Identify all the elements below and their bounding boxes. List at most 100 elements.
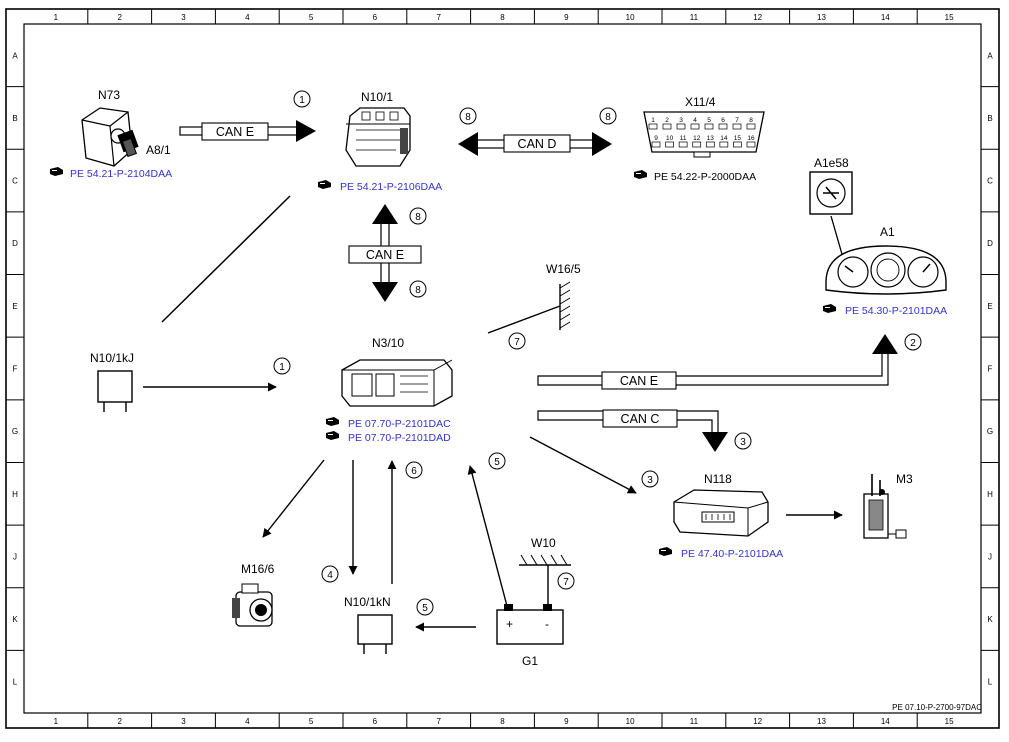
battery-to-ecu-arrow xyxy=(467,465,508,607)
grid-row-label: D xyxy=(12,239,18,248)
w16-5-label: W16/5 xyxy=(546,262,581,276)
step-circle: 2 xyxy=(904,333,922,351)
obd-pin-number: 6 xyxy=(721,117,725,124)
obd-pin-number: 13 xyxy=(707,135,715,142)
svg-text:4: 4 xyxy=(327,570,333,581)
svg-text:5: 5 xyxy=(422,603,428,614)
can-c-label: CAN C xyxy=(621,412,660,426)
ref-book-icon xyxy=(659,547,672,556)
ecu-to-fuel-module-arrow xyxy=(529,436,637,494)
can-d-bus xyxy=(458,132,612,156)
ignition-switch-icon xyxy=(81,107,139,167)
n10-1-reference-link[interactable]: PE 54.21-P-2106DAA xyxy=(340,181,442,193)
svg-text:1: 1 xyxy=(299,95,305,106)
battery-minus-label: - xyxy=(545,617,549,631)
n10-1kj-label: N10/1kJ xyxy=(90,351,134,365)
grid-row-label: H xyxy=(12,490,18,499)
m16-6-label: M16/6 xyxy=(241,562,275,576)
can-d-label: CAN D xyxy=(518,137,557,151)
grid-row-label: B xyxy=(987,114,992,123)
obd-pin-number: 3 xyxy=(679,117,683,124)
fuel-pump-control-unit-icon xyxy=(673,489,769,537)
obd-pin xyxy=(733,141,742,148)
battery-plus-label: + xyxy=(506,617,513,631)
connector-module-icon xyxy=(345,107,411,167)
grid-row-label: K xyxy=(12,615,18,624)
battery-icon xyxy=(496,604,564,645)
n118-reference-link[interactable]: PE 47.40-P-2101DAA xyxy=(681,548,783,560)
a1e58-label: A1e58 xyxy=(814,156,849,170)
svg-text:3: 3 xyxy=(740,437,746,448)
grid-column-label: 5 xyxy=(309,717,314,726)
obd-pin xyxy=(692,141,702,148)
grid-row-label: K xyxy=(987,615,993,624)
fuel-pump-icon xyxy=(863,474,907,539)
step-circle: 3 xyxy=(641,470,659,488)
grid-row-label: B xyxy=(12,114,17,123)
grid-row-label: E xyxy=(12,302,17,311)
step-circle: 7 xyxy=(557,572,575,590)
svg-text:8: 8 xyxy=(415,212,421,223)
obd-pin-number: 8 xyxy=(749,117,753,124)
n73-reference-link[interactable]: PE 54.21-P-2104DAA xyxy=(70,168,172,180)
ref-book-icon xyxy=(823,304,836,313)
grid-column-label: 6 xyxy=(373,13,378,22)
grid-row-label: L xyxy=(988,678,993,687)
obd-pin xyxy=(705,141,715,148)
obd-pin-number: 16 xyxy=(747,135,755,142)
obd-pin-number: 9 xyxy=(654,135,658,142)
grid-column-label: 2 xyxy=(117,717,122,726)
x11-4-reference-link[interactable]: PE 54.22-P-2000DAA xyxy=(654,171,756,183)
grid-column-label: 3 xyxy=(181,13,186,22)
throttle-actuator-icon xyxy=(232,583,273,627)
step-circle: 8 xyxy=(459,107,477,125)
obd-pin xyxy=(648,123,658,130)
svg-text:8: 8 xyxy=(605,112,611,123)
grid-row-label: A xyxy=(12,51,18,60)
grid-column-label: 4 xyxy=(245,13,250,22)
a1-label: A1 xyxy=(880,225,895,239)
can-c-bus xyxy=(537,409,728,452)
n3-10-reference-link-b[interactable]: PE 07.70-P-2101DAD xyxy=(348,432,451,444)
step-circle: 4 xyxy=(321,565,339,583)
step-circle: 8 xyxy=(409,280,427,298)
obd-pin-number: 1 xyxy=(651,117,655,124)
grid-column-label: 14 xyxy=(881,717,890,726)
can-e-bus-top xyxy=(179,120,316,142)
a1-reference-link[interactable]: PE 54.30-P-2101DAA xyxy=(845,305,947,317)
n3-10-reference-link-a[interactable]: PE 07.70-P-2101DAC xyxy=(348,418,451,430)
ecu-to-throttle-arrow xyxy=(262,459,325,538)
svg-text:7: 7 xyxy=(514,337,520,348)
grid-column-label: 2 xyxy=(117,13,122,22)
grid-row-label: F xyxy=(13,365,18,374)
grid-row-label: G xyxy=(12,427,18,436)
grid-column-label: 13 xyxy=(817,13,826,22)
grid-column-label: 8 xyxy=(500,717,505,726)
can-e-right-label: CAN E xyxy=(620,374,658,388)
obd-pin xyxy=(719,141,729,148)
relay-icon xyxy=(357,614,393,654)
grid-column-label: 4 xyxy=(245,717,250,726)
document-id: PE 07.10-P-2700-97DAC xyxy=(892,703,982,712)
can-e-bus-vertical xyxy=(348,204,422,302)
step-circle: 5 xyxy=(416,598,434,616)
svg-text:1: 1 xyxy=(279,362,285,373)
indicator-lamp-icon xyxy=(809,171,853,215)
obd-pin-number: 7 xyxy=(735,117,739,124)
relay-icon xyxy=(97,370,133,412)
svg-text:8: 8 xyxy=(465,112,471,123)
obd-pin xyxy=(676,123,686,130)
ref-book-icon xyxy=(318,180,331,189)
obd-pin xyxy=(704,123,714,130)
instrument-cluster-icon xyxy=(825,245,947,295)
grid-column-label: 8 xyxy=(500,13,505,22)
grid-column-label: 5 xyxy=(309,13,314,22)
ground-symbol-icon xyxy=(519,554,571,608)
obd-pin xyxy=(718,123,728,130)
grid-row-label: E xyxy=(987,302,992,311)
step-circle: 8 xyxy=(409,207,427,225)
